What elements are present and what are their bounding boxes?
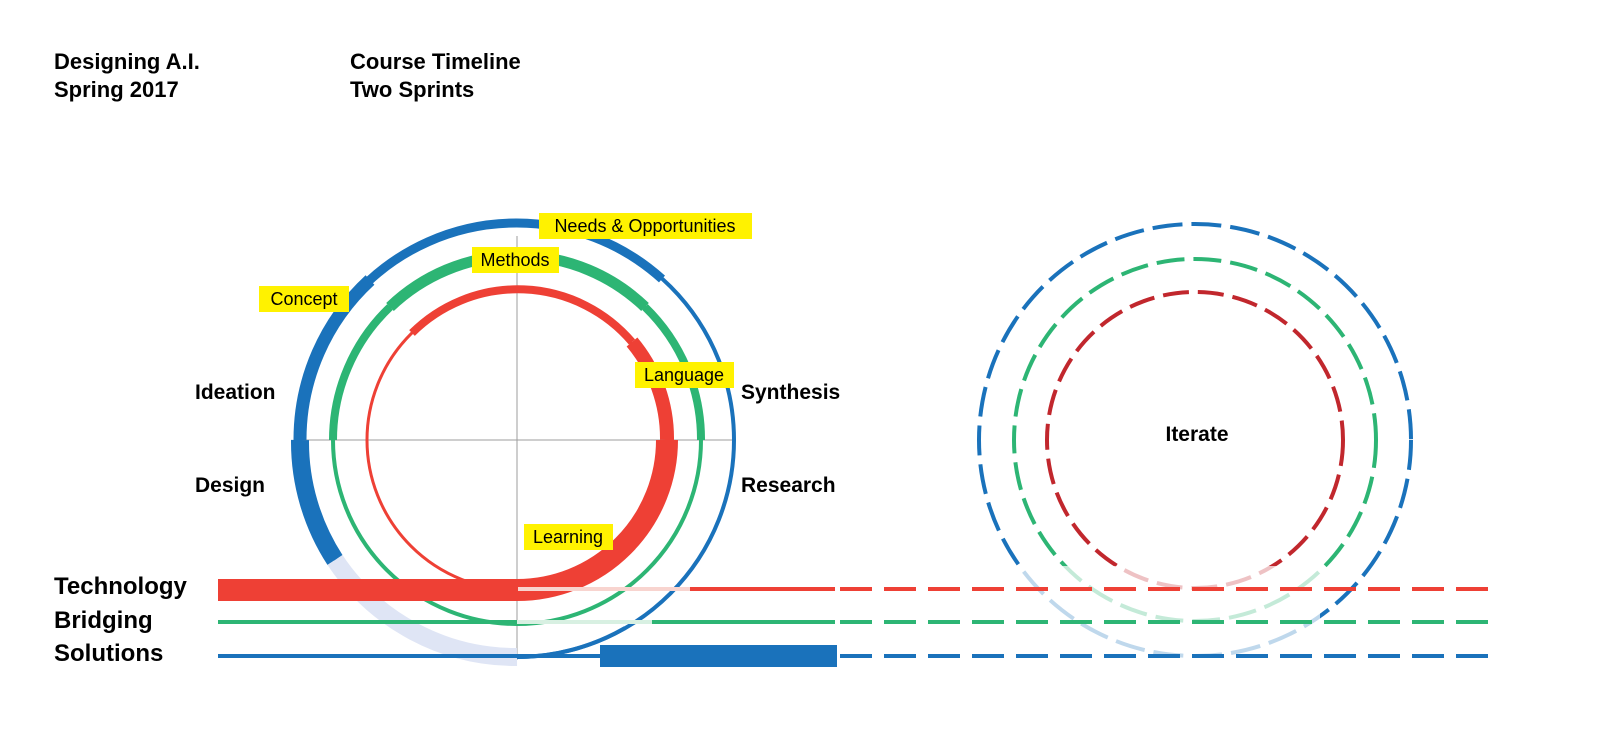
iterate-fade-mask — [1020, 566, 1320, 660]
course-name: Designing A.I. — [54, 49, 200, 74]
blue-ring-ideation-arc — [293, 275, 375, 441]
track-bridging: Bridging — [54, 607, 153, 634]
timeline-subtitle: Two Sprints — [350, 77, 475, 102]
tag-concept: Concept — [259, 286, 349, 312]
red-ring-top-arc — [409, 285, 636, 345]
tag-concept-bg — [259, 286, 349, 312]
tag-needs-opportunities: Needs & Opportunities — [539, 213, 752, 239]
track-technology: Technology — [54, 573, 188, 600]
blue-ring-fade-arc — [327, 554, 518, 667]
red-ring-language-arc — [626, 337, 675, 441]
course-header: Designing A.I. Spring 2017 — [54, 48, 200, 104]
tag-concept-text: Concept — [270, 289, 337, 309]
quadrant-synthesis: Synthesis — [741, 381, 840, 404]
iterate-label: Iterate — [1165, 423, 1228, 446]
track-solutions: Solutions — [54, 640, 163, 667]
tag-needs-bg — [539, 213, 752, 239]
green-ring-ideation-arc — [329, 304, 393, 441]
tag-methods: Methods — [472, 247, 559, 273]
tag-learning: Learning — [524, 524, 613, 550]
timeline-header: Course Timeline Two Sprints — [350, 48, 521, 104]
tag-needs-text: Needs & Opportunities — [554, 216, 735, 236]
quadrant-design: Design — [195, 474, 265, 497]
blue-ring-design-arc — [290, 439, 343, 565]
blue-ring-concept-arc — [351, 218, 518, 299]
technology-bar — [218, 579, 518, 601]
red-ring-learning-arc — [516, 439, 678, 601]
tag-methods-text: Methods — [480, 250, 549, 270]
tag-methods-bg — [472, 247, 559, 273]
tag-language: Language — [635, 362, 734, 388]
solutions-bar — [600, 645, 837, 667]
tag-language-bg — [635, 362, 734, 388]
quadrant-ideation: Ideation — [195, 381, 276, 404]
course-term: Spring 2017 — [54, 77, 179, 102]
tag-language-text: Language — [644, 365, 724, 385]
timeline-title: Course Timeline — [350, 49, 521, 74]
tag-learning-text: Learning — [533, 527, 603, 547]
tag-learning-bg — [524, 524, 613, 550]
quadrant-research: Research — [741, 474, 836, 497]
